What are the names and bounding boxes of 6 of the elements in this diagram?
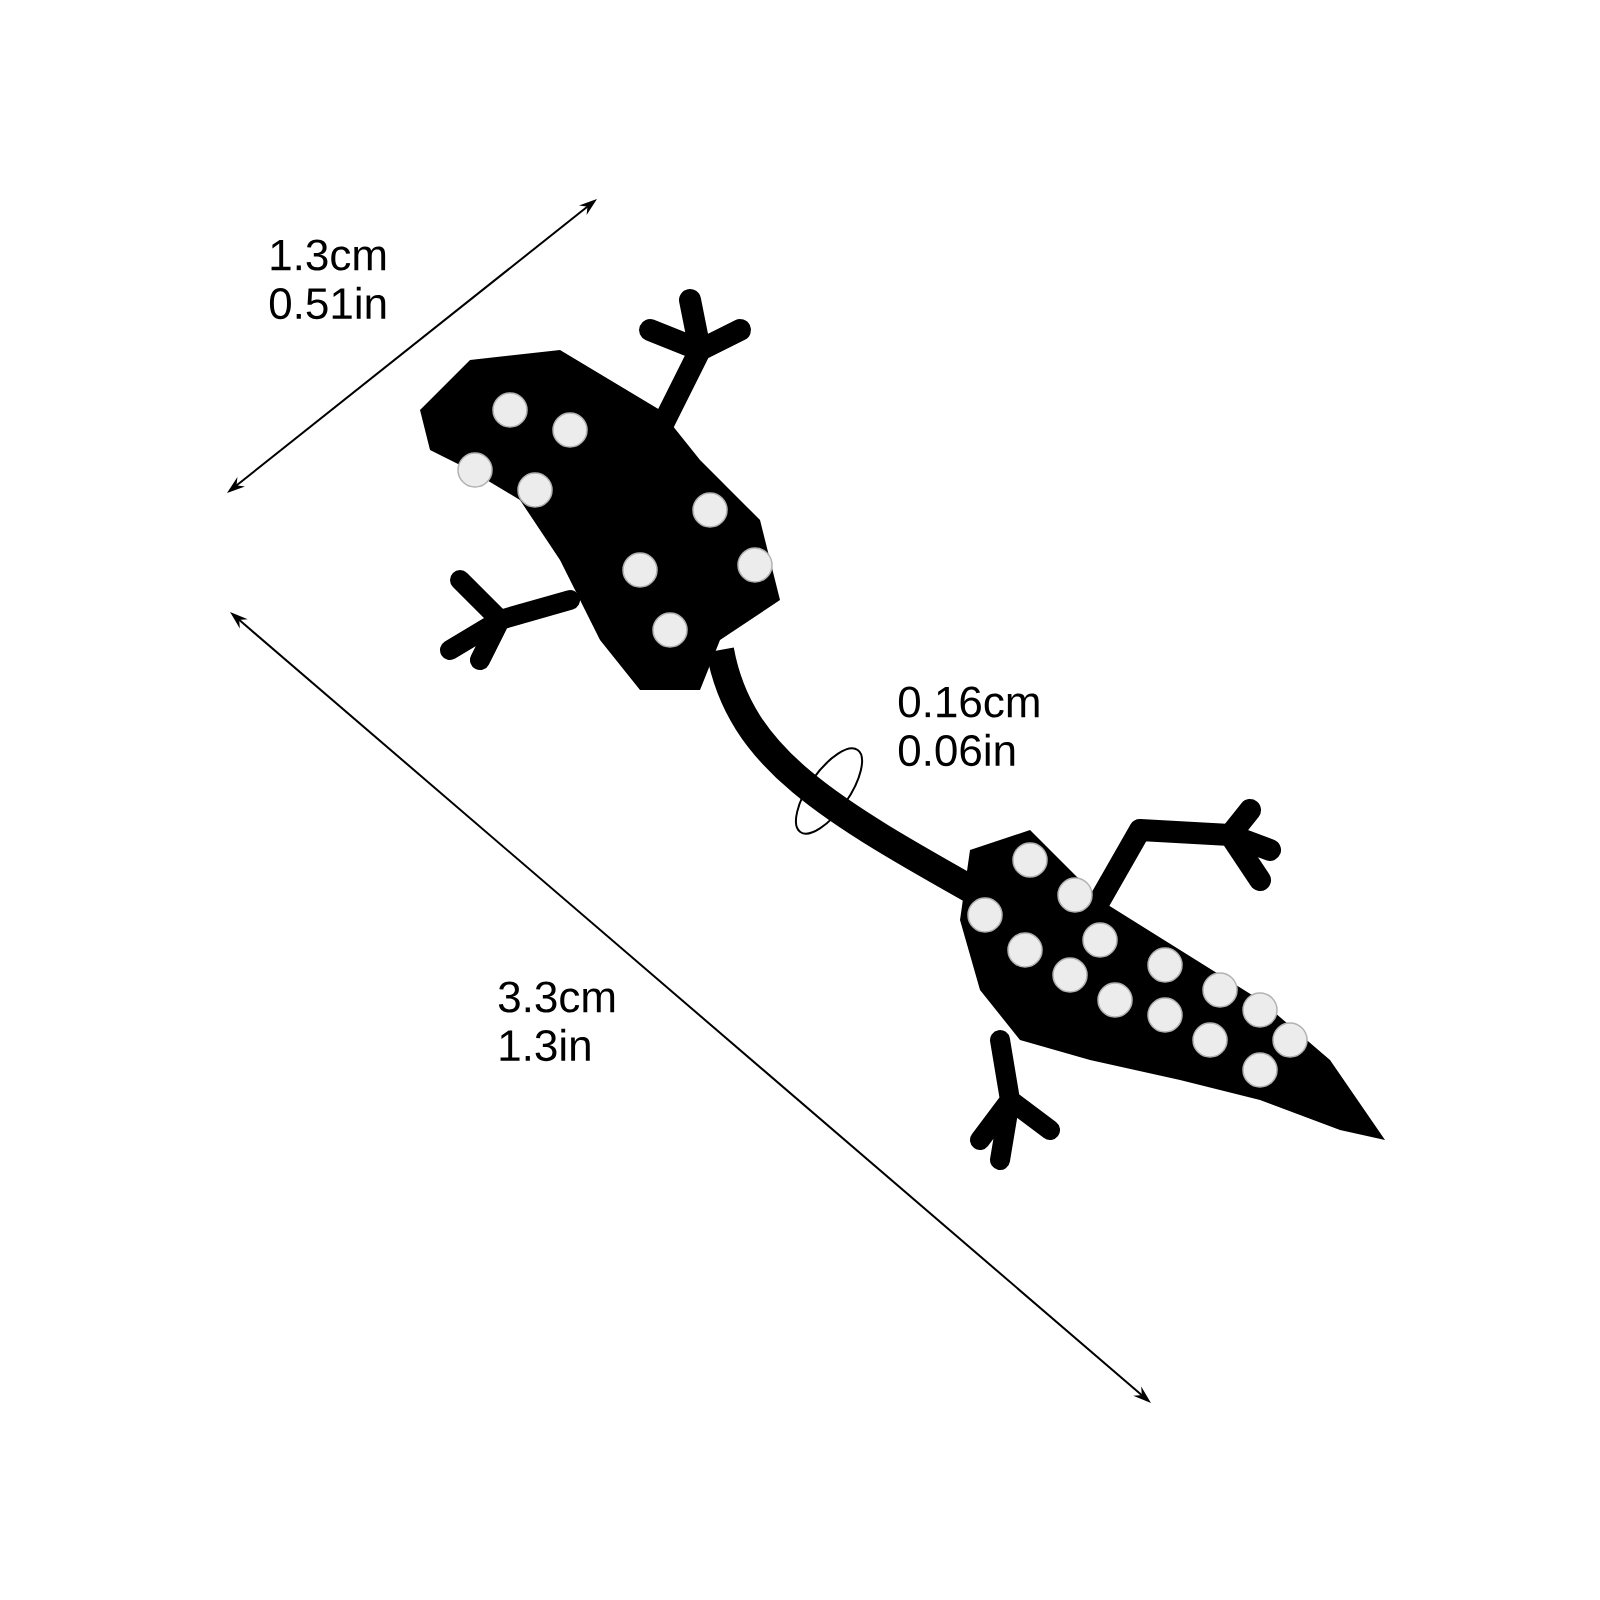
dimension-label: 0.06in xyxy=(898,733,1015,767)
dimension-label: 0.51in xyxy=(269,286,386,320)
dimension-label: 0.16cm xyxy=(898,686,1039,718)
dimension-label: 3.3cm xyxy=(498,981,615,1013)
dimension-label: 1.3in xyxy=(500,1028,590,1062)
dimension-label: 1.3cm xyxy=(271,239,386,271)
